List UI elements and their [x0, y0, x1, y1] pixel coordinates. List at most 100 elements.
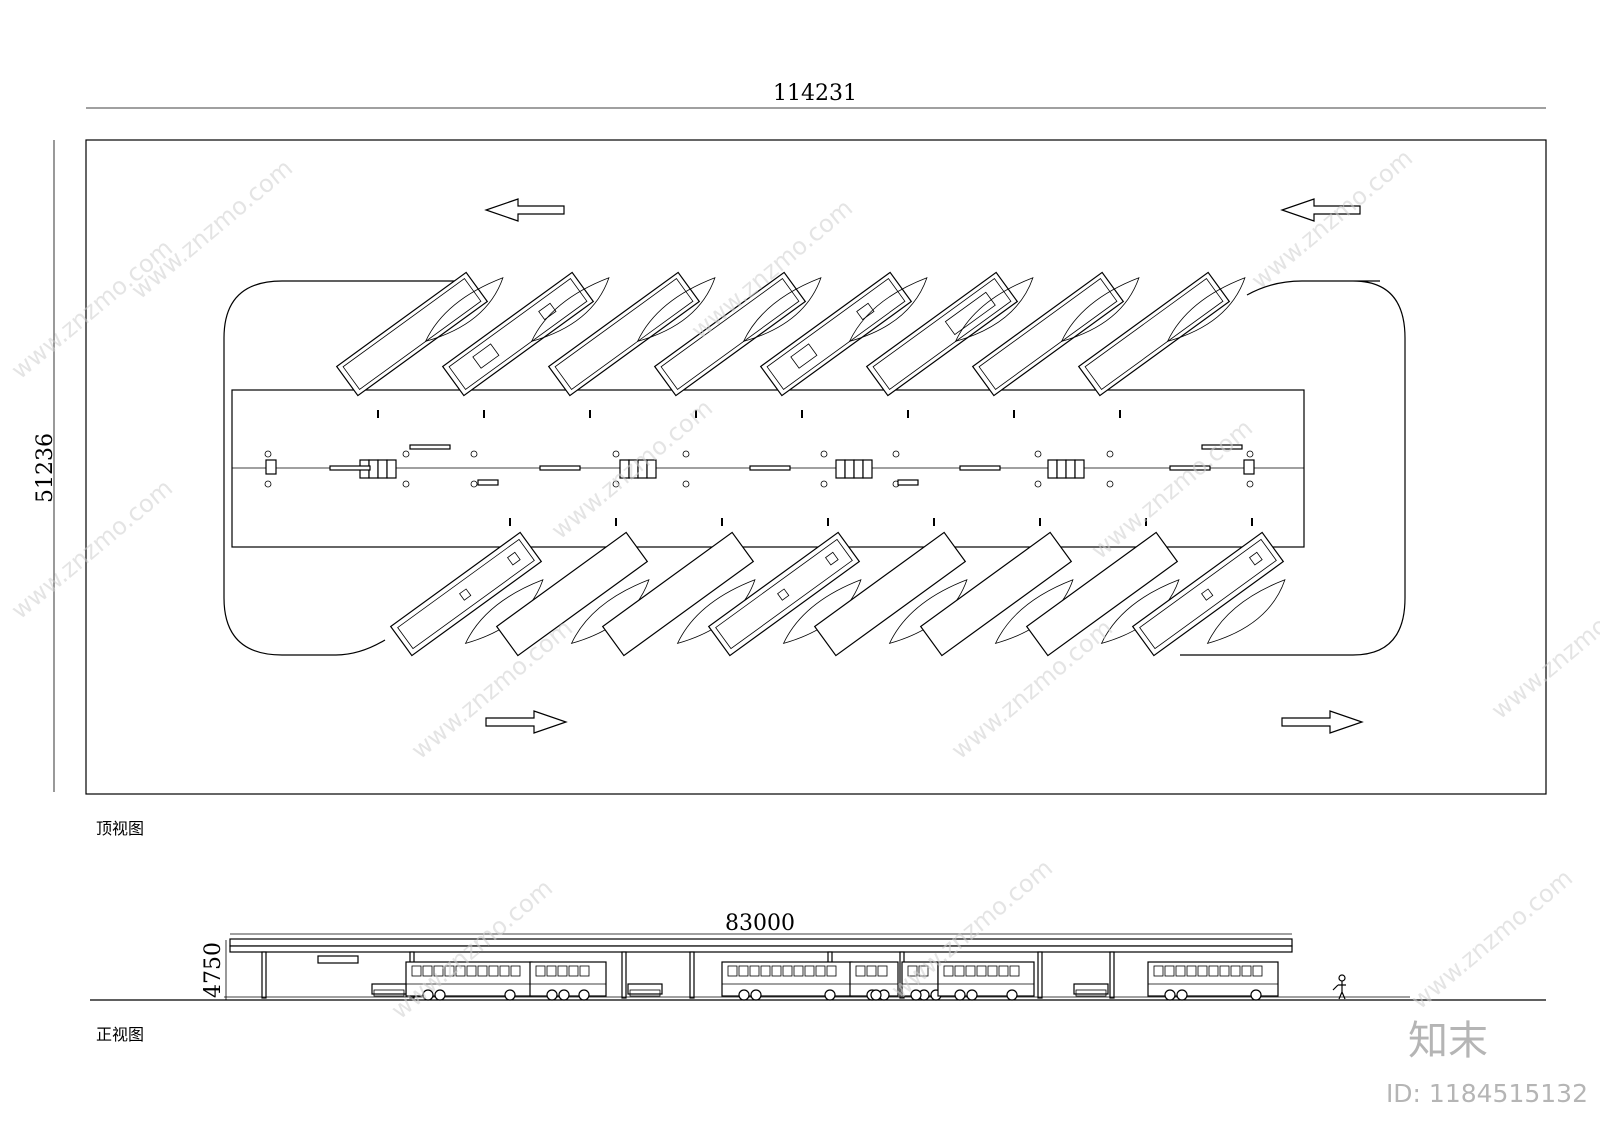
bus-window [987, 965, 998, 977]
post-marker [402, 480, 410, 488]
bus-stall-inner [1084, 278, 1224, 390]
arrow-left-icon [1280, 198, 1361, 222]
elevation-height-dimension: 4750 [201, 942, 226, 998]
canopy-column [1109, 951, 1115, 999]
bus-wheel [966, 989, 978, 1001]
bus-equipment [459, 588, 472, 601]
bus-window [877, 965, 888, 977]
lower-bus-stall [495, 531, 649, 657]
bus-stall-inner [448, 278, 588, 390]
pedestrian-figure [1332, 974, 1346, 1000]
bus-wheel [750, 989, 762, 1001]
city-bus [529, 961, 607, 1001]
lower-island [570, 579, 650, 645]
island-curve [570, 579, 650, 645]
bench-seat [862, 459, 873, 479]
lower-island [676, 579, 756, 645]
upper-island [954, 277, 1034, 343]
bus-equipment [472, 343, 500, 369]
site-watermark: www.znzmo.com [1406, 864, 1578, 1015]
lower-bus-stall [707, 531, 861, 657]
waiting-bench [627, 983, 663, 997]
bus-stall-inner [660, 278, 800, 390]
upper-bus-stall [971, 271, 1125, 397]
top-view-caption: 顶视图 [96, 819, 144, 838]
island-curve [464, 579, 544, 645]
upper-bus-stall [547, 271, 701, 397]
lower-bus-stall [1131, 531, 1285, 657]
bench-seat [373, 989, 405, 997]
bench-back [627, 983, 663, 995]
bench-back [1073, 983, 1109, 995]
small-bench [897, 479, 919, 486]
post-marker [1034, 480, 1042, 488]
bus-stall-outline [1025, 531, 1179, 657]
bus-window [455, 965, 466, 977]
site-boundary [85, 139, 1547, 795]
upper-island [424, 277, 504, 343]
canopy-column [1037, 951, 1043, 999]
bench-seat [1047, 459, 1058, 479]
platform-sign [1201, 444, 1243, 450]
platform-sign [409, 444, 451, 450]
post-marker [1034, 450, 1042, 458]
bus-window [1009, 965, 1020, 977]
bus-wheel [1250, 989, 1262, 1001]
arrow-left-icon [484, 198, 565, 222]
bus-wheel [504, 989, 516, 1001]
bench-seat [386, 459, 397, 479]
bench-seat [629, 989, 661, 997]
site-watermark: www.znzmo.com [1486, 574, 1600, 725]
bus-equipment [777, 588, 790, 601]
lower-bus-stall [601, 531, 755, 657]
bus-window [866, 965, 877, 977]
lower-bus-stall [1025, 531, 1179, 657]
plan-view: 114231 51236 顶视图 [33, 81, 1547, 838]
site-watermark: www.znzmo.com [6, 474, 178, 625]
bus-stall-outline [547, 271, 701, 397]
canopy-column [261, 951, 267, 999]
bus-window [998, 965, 1009, 977]
bus-window [1153, 965, 1164, 977]
post-marker [470, 480, 478, 488]
bus-equipment [538, 302, 557, 321]
platform-railing [329, 465, 371, 471]
bus-wheel [558, 989, 570, 1001]
arrow-right-icon [1281, 710, 1364, 734]
lower-island [994, 579, 1074, 645]
bus-stall-inner [715, 538, 853, 650]
island-curve [782, 579, 862, 645]
bus-stall-outline [707, 531, 861, 657]
bus-stall-inner [1139, 538, 1277, 650]
bus-wheel [954, 989, 966, 1001]
bus-stall-inner [978, 278, 1118, 390]
bench-seat [1075, 989, 1107, 997]
city-bus [937, 961, 1035, 1001]
city-bus [849, 961, 899, 1001]
info-kiosk [1243, 459, 1255, 475]
upper-island [636, 277, 716, 343]
lower-bus-stall [919, 531, 1073, 657]
bus-window [954, 965, 965, 977]
bus-window [976, 965, 987, 977]
bus-stall-outline [919, 531, 1073, 657]
bus-window [907, 965, 918, 977]
bench-seat [1074, 459, 1085, 479]
post-marker [1246, 480, 1254, 488]
upper-island [530, 277, 610, 343]
site-watermark: www.znzmo.com [6, 234, 178, 385]
bench-seat [1056, 459, 1067, 479]
double-decker-bus [721, 961, 853, 1001]
post-marker [682, 450, 690, 458]
island-curve [676, 579, 756, 645]
bus-window [918, 965, 929, 977]
bus-window [749, 965, 760, 977]
bus-stall-outline [389, 531, 543, 657]
bus-window [965, 965, 976, 977]
lower-island [464, 579, 544, 645]
lower-bus-bays [389, 518, 1286, 657]
upper-bus-stall [865, 271, 1019, 397]
bench-back [371, 983, 407, 995]
lower-island [888, 579, 968, 645]
bench-seat [377, 459, 388, 479]
